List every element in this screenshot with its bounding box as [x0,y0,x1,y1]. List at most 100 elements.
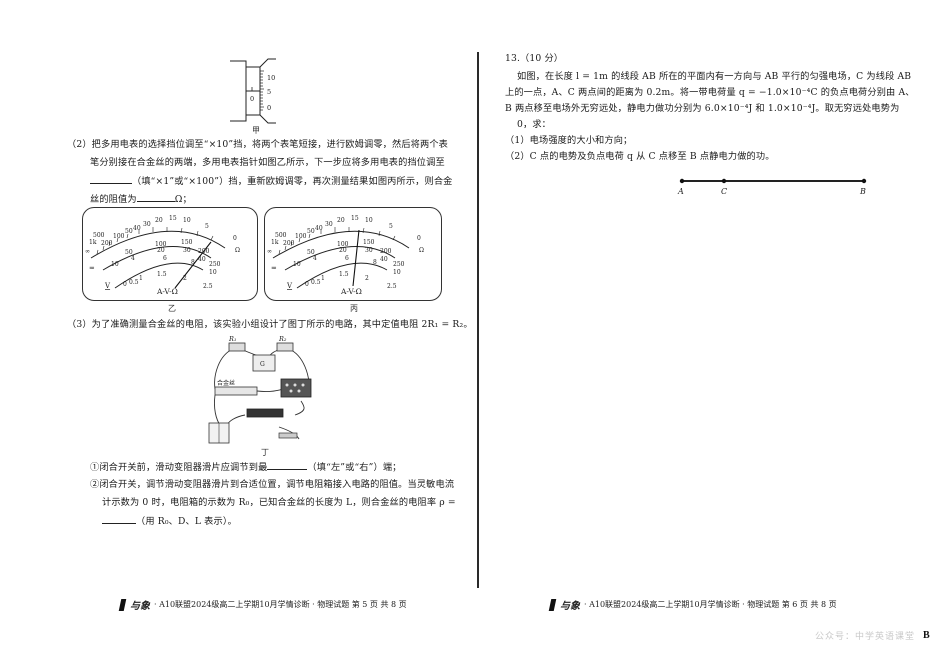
ac-symbol: ≂ [89,264,95,272]
svg-text:20: 20 [339,247,347,254]
svg-text:50: 50 [125,228,133,235]
svg-text:5: 5 [389,223,393,230]
q3-item-2-line-3-text: （用 R₀、D、L 表示）。 [136,516,237,527]
q3-item-1-prefix: ①闭合开关前，滑动变阻器滑片应调节到最 [90,462,268,473]
svg-text:150: 150 [363,239,375,246]
svg-text:200: 200 [380,248,392,255]
point-b-label: B [859,187,866,196]
svg-text:0.5: 0.5 [311,279,321,286]
resistor-r1 [228,342,246,352]
q13-sub-1: （1）电场强度的大小和方向； [505,135,633,146]
brand-logo-icon [548,598,557,611]
q2-line-4-prefix: 丝的阻值为 [90,194,137,205]
svg-text:30: 30 [143,221,151,228]
svg-text:20: 20 [155,217,163,224]
q2-line-2: 笔分别接在合金丝的两端，多用电表指针如图乙所示，下一步应将多用电表的挡位调至 [90,157,445,168]
svg-text:1.5: 1.5 [157,271,167,278]
svg-text:50: 50 [307,228,315,235]
dc-symbol: V [286,282,293,290]
svg-text:4: 4 [313,255,317,262]
svg-text:10: 10 [111,261,119,268]
q13-sub-2: （2）C 点的电势及负点电荷 q 从 C 点移至 B 点静电力做的功。 [505,151,775,162]
svg-text:8: 8 [191,259,195,266]
svg-text:100: 100 [295,233,307,240]
point-c-label: C [721,187,727,196]
brand-name: 与象 [560,601,580,612]
svg-text:15: 15 [351,215,359,222]
q13-line-2: 上的一点，A、C 两点间的距离为 0.2m。将一带电荷量 q = −1.0×10… [505,87,915,98]
q2-line-1: （2）把多用电表的选择挡位调至“×10”挡，将两个表笔短接，进行欧姆调零，然后将… [67,139,449,150]
svg-text:10: 10 [365,217,373,224]
svg-text:1: 1 [139,275,143,282]
meter-needle-yi [174,241,212,289]
footer-text: · A10联盟2024级高二上学期10月学情诊断 · 物理试题 第 5 页 共 … [154,600,407,609]
meter-needle-bing [352,229,360,287]
circuit-caption: 丁 [261,448,269,457]
svg-text:250: 250 [209,261,221,268]
footer-text: · A10联盟2024级高二上学期10月学情诊断 · 物理试题 第 6 页 共 … [584,600,837,609]
svg-text:4: 4 [131,255,135,262]
circuit-drawing: G R₁ R₂ 合金丝 [208,335,312,444]
svg-text:250: 250 [393,261,405,268]
circuit-figure: G R₁ R₂ 合金丝 [205,335,325,447]
answer-blank-range[interactable] [90,174,132,184]
brand-logo-icon [118,598,127,611]
svg-text:100: 100 [337,241,349,248]
svg-text:500: 500 [93,232,105,239]
svg-text:0.5: 0.5 [129,279,139,286]
micrometer-figure: 10 5 0 0 [230,55,290,125]
watermark: 公众号：中学英语课堂 B [815,629,930,642]
galvanometer [252,354,276,372]
svg-text:50: 50 [125,249,133,256]
point-a-label: A [677,187,684,196]
q13-line-3: B 两点移至电场外无穷远处，静电力做功分别为 6.0×10⁻⁴J 和 1.0×1… [505,103,900,114]
svg-text:6: 6 [345,255,349,262]
svg-text:1k: 1k [271,239,279,246]
svg-text:30: 30 [183,247,191,254]
svg-text:1: 1 [321,275,325,282]
q3-item-2-line-2: 计示数为 0 时，电阻箱的示数为 R₀，已知合金丝的长度为 L，则合金丝的电阻率… [102,497,456,508]
svg-text:合金丝: 合金丝 [217,379,235,387]
svg-text:6: 6 [163,255,167,262]
svg-text:30: 30 [325,221,333,228]
svg-text:0: 0 [267,104,271,112]
svg-text:Ω: Ω [419,247,424,254]
svg-text:15: 15 [169,215,177,222]
q3-item-1: ①闭合开关前，滑动变阻器滑片应调节到最（填“左”或“右”）端； [90,460,402,474]
switch [278,432,298,439]
svg-text:20: 20 [337,217,345,224]
svg-text:200: 200 [101,240,113,247]
page-divider [477,52,479,588]
svg-text:2.5: 2.5 [387,283,397,290]
svg-text:R₂: R₂ [278,335,287,343]
svg-text:10: 10 [393,269,401,276]
svg-text:10: 10 [209,269,217,276]
svg-text:5: 5 [205,223,209,230]
q3-item-2-line-1: ②闭合开关，调节滑动变阻器滑片到合适位置，调节电阻箱接入电路的阻值。当灵敏电流 [90,479,455,490]
svg-text:100: 100 [113,233,125,240]
svg-text:40: 40 [380,256,388,263]
svg-text:150: 150 [181,239,193,246]
answer-blank-resistance[interactable] [136,192,175,202]
svg-text:G: G [260,361,265,368]
answer-blank-slider-end[interactable] [267,460,308,470]
segment-ab-diagram: A C B [676,176,872,198]
meter-caption-yi: 乙 [168,304,176,313]
answer-blank-resistivity[interactable] [102,514,136,524]
svg-text:R₁: R₁ [228,335,237,343]
svg-text:2.5: 2.5 [203,283,213,290]
alloy-wire [214,386,258,396]
watermark-badge: B [923,630,930,641]
svg-text:1k: 1k [89,239,97,246]
q3-line-1: （3）为了准确测量合金丝的电阻，该实验小组设计了图丁所示的电路，其中定值电阻 2… [67,319,473,330]
meter-label-yi: A-V-Ω [156,287,178,296]
right-footer: 与象 · A10联盟2024级高二上学期10月学情诊断 · 物理试题 第 6 页… [548,597,837,612]
resistance-box [280,378,312,398]
svg-text:20: 20 [157,247,165,254]
svg-text:Ω: Ω [235,247,240,254]
segment-ab-drawing: A C B [677,178,867,196]
svg-text:40: 40 [198,256,206,263]
